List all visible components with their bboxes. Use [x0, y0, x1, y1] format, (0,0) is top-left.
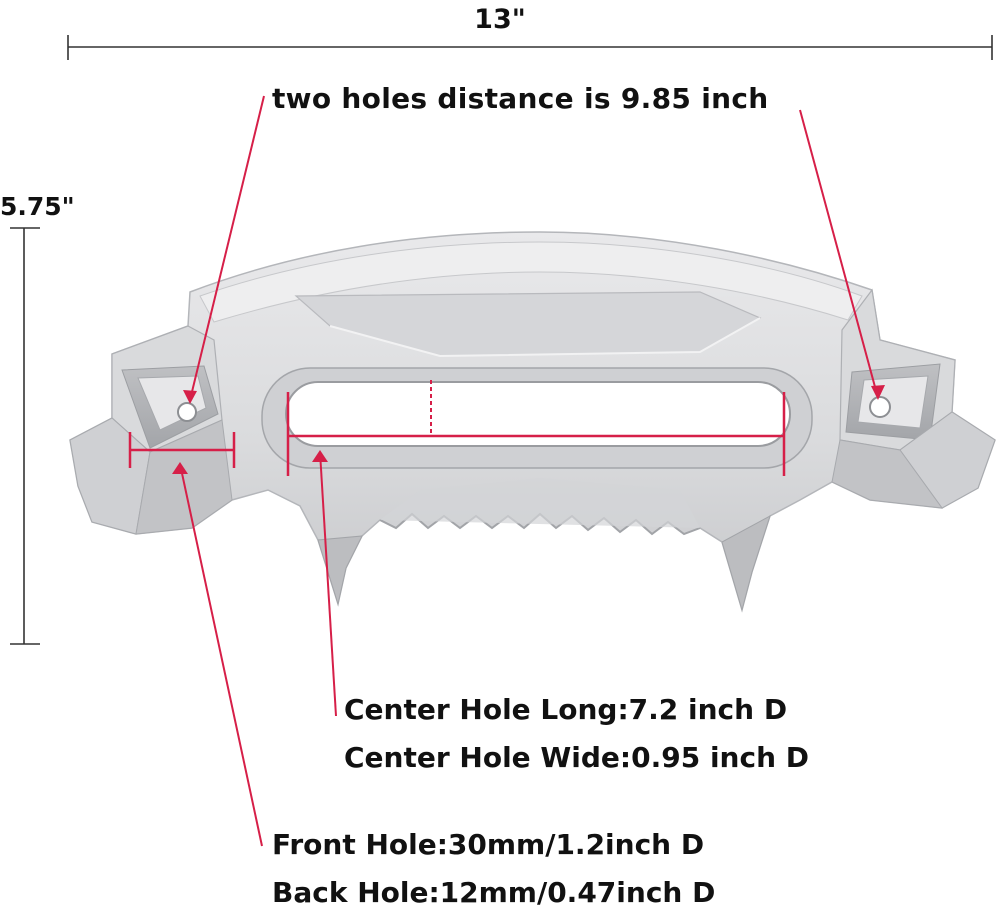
overall-width-label: 13": [474, 4, 526, 35]
top-ridge: [199, 241, 863, 323]
arrow-front-measure: [172, 462, 188, 474]
height-dimension-line: [10, 227, 40, 645]
back-hole-label: Back Hole:12mm/0.47inch D: [272, 876, 716, 909]
annotation-graphics: [128, 95, 879, 847]
front-hole-label: Front Hole:30mm/1.2inch D: [272, 828, 705, 861]
holes-distance-label: two holes distance is 9.85 inch: [272, 82, 769, 115]
overall-height-label: 5.75": [0, 192, 75, 221]
arrow-back-hole: [871, 385, 885, 400]
center-hole-wide-label: Center Hole Wide:0.95 inch D: [344, 741, 810, 774]
arrow-front-hole: [183, 390, 197, 404]
fairlead-plate: [69, 231, 996, 613]
back-hole: [869, 396, 891, 418]
front-hole: [177, 402, 197, 422]
center-slot: [285, 381, 791, 447]
center-hole-long-label: Center Hole Long:7.2 inch D: [344, 693, 788, 726]
arrowheads: [172, 385, 885, 474]
arrow-center-slot: [312, 450, 328, 462]
width-dimension-line: [67, 35, 993, 60]
